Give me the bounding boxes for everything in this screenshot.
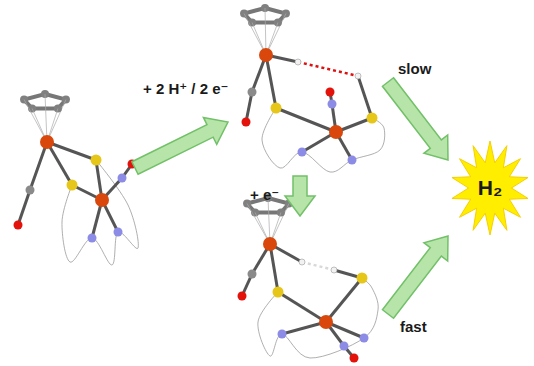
- atom: [367, 113, 378, 124]
- bond: [276, 108, 336, 132]
- star-shape: [452, 141, 528, 235]
- atom: [273, 287, 284, 298]
- atom: [340, 342, 349, 351]
- bond: [326, 278, 362, 322]
- reaction-arrow: [382, 78, 448, 160]
- atom: [91, 155, 102, 166]
- atom: [95, 193, 109, 207]
- atom: [350, 354, 359, 363]
- atom: [295, 59, 301, 65]
- atom: [238, 292, 247, 301]
- atom: [271, 103, 282, 114]
- annotation-label: slow: [398, 60, 431, 77]
- bond: [278, 292, 326, 322]
- atom: [326, 88, 335, 97]
- atom: [259, 48, 273, 62]
- atom: [299, 259, 305, 265]
- atom: [360, 334, 369, 343]
- ligand-backbone: [62, 160, 138, 265]
- bond: [47, 142, 96, 160]
- atom: [248, 270, 257, 279]
- atom: [328, 100, 337, 109]
- hapto-bond: [265, 8, 266, 55]
- atom: [357, 273, 368, 284]
- annotation-label: + e⁻: [250, 186, 279, 204]
- hapto-bond: [244, 14, 266, 55]
- annotation-label: + 2 H⁺ / 2 e⁻: [143, 80, 228, 98]
- bond: [358, 76, 372, 118]
- atom: [331, 267, 337, 273]
- atom: [40, 135, 54, 149]
- bond: [270, 244, 278, 292]
- bond: [18, 190, 30, 225]
- hydrogen-interaction: [298, 62, 358, 76]
- atom: [298, 148, 307, 157]
- ligand-backbone: [258, 278, 378, 358]
- atom: [114, 228, 123, 237]
- atom: [348, 156, 357, 165]
- reaction-arrow: [382, 236, 448, 318]
- reaction-arrow: [285, 176, 315, 216]
- ligand-backbone: [262, 108, 385, 172]
- atom: [242, 118, 251, 127]
- atom: [26, 186, 35, 195]
- atom: [248, 88, 257, 97]
- bond: [30, 142, 47, 190]
- reaction-arrow: [132, 117, 228, 174]
- bond: [246, 92, 252, 122]
- product-label: H₂: [478, 176, 503, 200]
- atom: [118, 174, 127, 183]
- atom: [263, 237, 277, 251]
- atom: [355, 73, 361, 79]
- atom: [67, 180, 78, 191]
- hydrogen-interaction: [302, 262, 334, 270]
- annotation-label: fast: [400, 318, 427, 335]
- product-starburst: H₂: [450, 140, 530, 236]
- molecule: [14, 90, 139, 265]
- atom: [319, 315, 333, 329]
- atom: [14, 221, 23, 230]
- molecule: [240, 4, 385, 172]
- molecule: [238, 194, 379, 363]
- atom: [278, 330, 287, 339]
- hapto-bond: [45, 94, 47, 142]
- atom: [88, 234, 97, 243]
- hapto-bond: [24, 100, 47, 142]
- bond: [266, 55, 276, 108]
- atom: [329, 125, 343, 139]
